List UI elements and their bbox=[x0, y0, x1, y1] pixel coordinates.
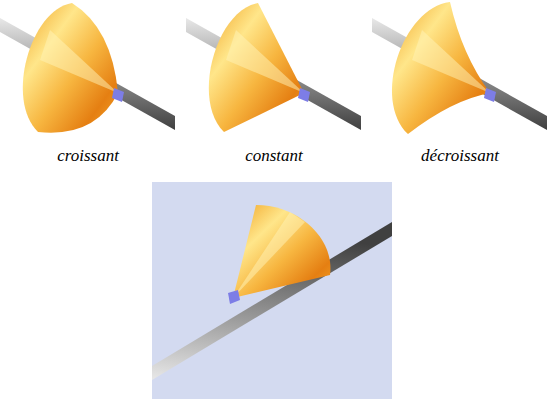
cone-render bbox=[152, 182, 392, 399]
caption-label: décroissant bbox=[421, 146, 499, 166]
cone-decreasing bbox=[372, 2, 547, 134]
cone-constant bbox=[186, 3, 361, 132]
cone-increasing bbox=[0, 3, 175, 133]
caption-label: croissant bbox=[57, 146, 119, 166]
caption-label: constant bbox=[245, 146, 303, 166]
